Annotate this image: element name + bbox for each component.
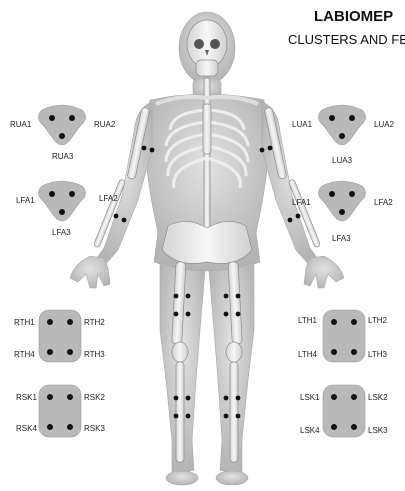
label-rth1: RTH1 xyxy=(14,318,35,327)
square-clusters xyxy=(39,310,365,437)
label-lth2: LTH2 xyxy=(368,316,387,325)
label-lsk1: LSK1 xyxy=(300,393,320,402)
label-lua1: LUA1 xyxy=(292,120,312,129)
label-rua3: RUA3 xyxy=(52,152,73,161)
label-rsk3: RSK3 xyxy=(84,424,105,433)
page-title: LABIOMEP xyxy=(314,8,393,25)
label-rsk1: RSK1 xyxy=(16,393,37,402)
label-rth4: RTH4 xyxy=(14,350,35,359)
skeleton xyxy=(93,20,321,462)
label-rth2: RTH2 xyxy=(84,318,105,327)
label-lfa1-right-side: LFA1 xyxy=(16,196,35,205)
label-lth3: LTH3 xyxy=(368,350,387,359)
label-lfa1-left-side: LFA1 xyxy=(292,198,311,207)
label-lth1: LTH1 xyxy=(298,316,317,325)
label-lth4: LTH4 xyxy=(298,350,317,359)
label-rsk2: RSK2 xyxy=(84,393,105,402)
label-lua2: LUA2 xyxy=(374,120,394,129)
cluster-lth-plate xyxy=(323,310,365,362)
label-lsk2: LSK2 xyxy=(368,393,388,402)
label-lsk3: LSK3 xyxy=(368,426,388,435)
square-markers xyxy=(47,319,357,430)
page-subtitle: CLUSTERS AND FE xyxy=(288,32,405,47)
label-lfa3-right-side: LFA3 xyxy=(52,228,71,237)
label-rsk4: RSK4 xyxy=(16,424,37,433)
label-rua1: RUA1 xyxy=(10,120,31,129)
label-rth3: RTH3 xyxy=(84,350,105,359)
cluster-rsk-plate xyxy=(39,385,81,437)
label-lfa2-left-side: LFA2 xyxy=(374,198,393,207)
label-rua2: RUA2 xyxy=(94,120,115,129)
label-lsk4: LSK4 xyxy=(300,426,320,435)
label-lfa2-right-side: LFA2 xyxy=(99,194,118,203)
cluster-rth-plate xyxy=(39,310,81,362)
cluster-lsk-plate xyxy=(323,385,365,437)
label-lua3: LUA3 xyxy=(332,156,352,165)
label-lfa3-left-side: LFA3 xyxy=(332,234,351,243)
